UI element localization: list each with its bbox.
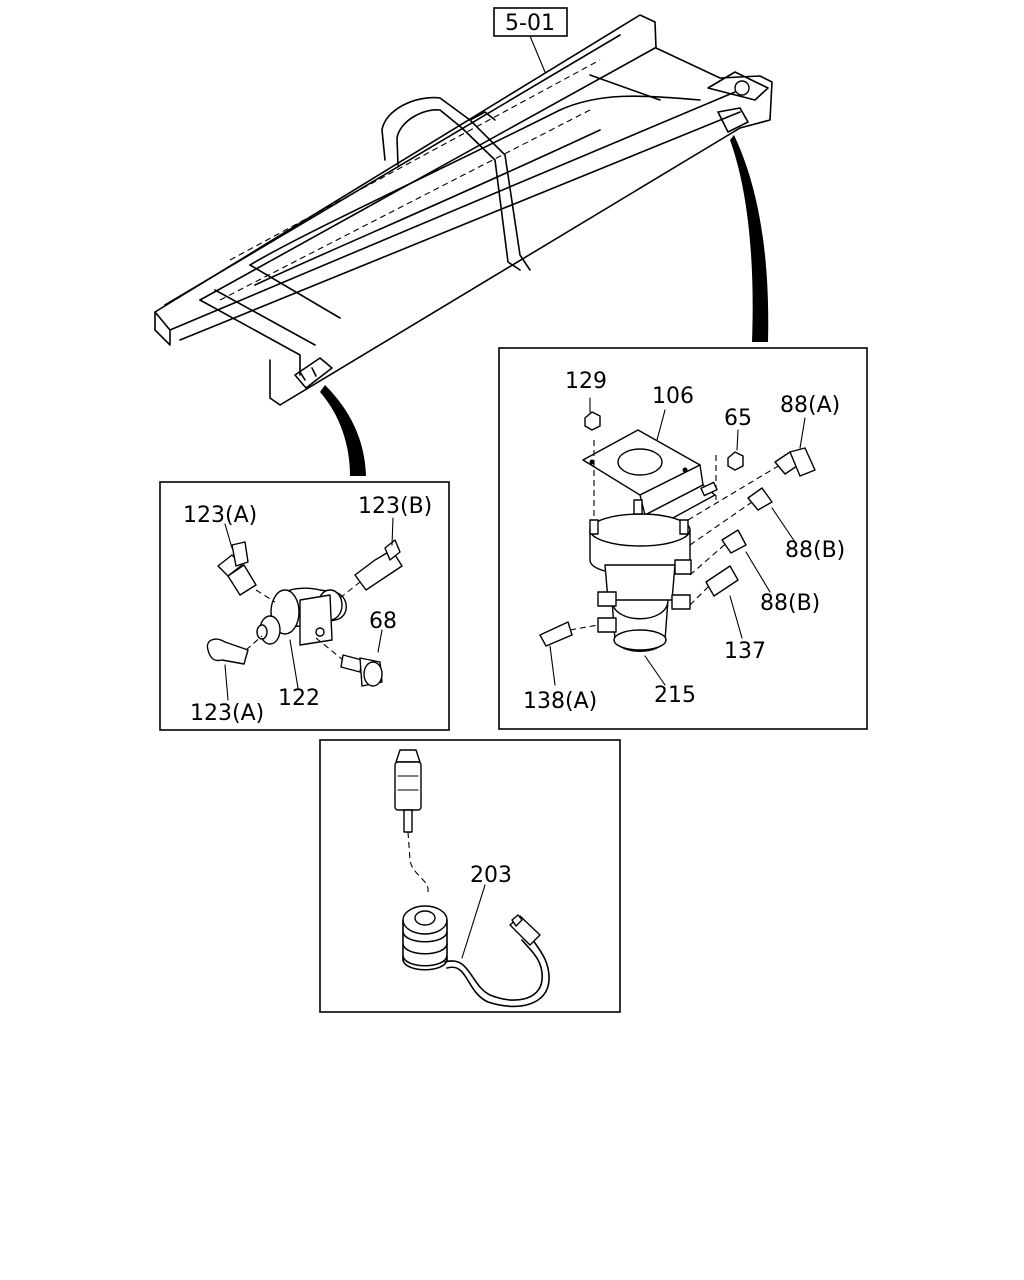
callout-106: 106 — [652, 384, 694, 409]
callout-88a: 88(A) — [780, 393, 840, 418]
switch-detail-box: 123(A) 123(B) 68 123(A) 122 — [159, 481, 450, 731]
callout-88b-lower: 88(B) — [760, 591, 820, 616]
callout-123a-bottom: 123(A) — [190, 701, 264, 726]
leader-curve-rear — [730, 135, 769, 342]
callout-122: 122 — [278, 686, 320, 711]
callout-88b-upper: 88(B) — [785, 538, 845, 563]
callout-203: 203 — [470, 863, 512, 888]
callout-138a: 138(A) — [523, 689, 597, 714]
callout-123a-top: 123(A) — [183, 503, 257, 528]
callout-68: 68 — [369, 609, 397, 634]
callout-215: 215 — [654, 683, 696, 708]
callout-65: 65 — [724, 406, 752, 431]
valve-detail-box: 129 106 65 88(A) 88(B) 88(B) 137 138(A) … — [498, 347, 868, 730]
harness-detail-box: 203 — [319, 739, 621, 1013]
chassis-frame: 5-01 — [154, 7, 773, 406]
leader-curve-front — [320, 385, 366, 476]
callout-129: 129 — [565, 369, 607, 394]
callout-137: 137 — [724, 639, 766, 664]
callout-123b: 123(B) — [358, 494, 432, 519]
section-ref-label: 5-01 — [505, 11, 555, 36]
